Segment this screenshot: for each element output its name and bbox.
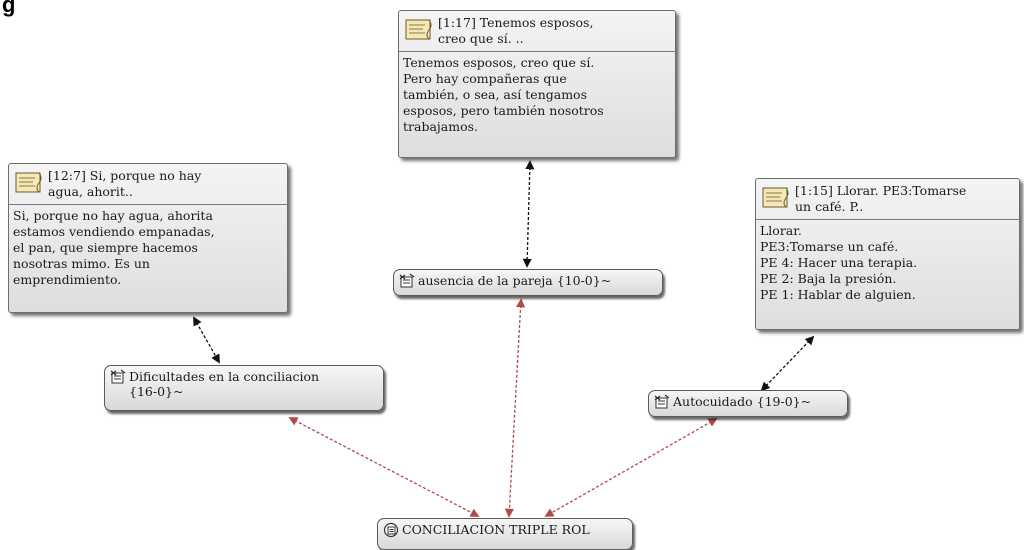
link-autocuidado-to-conciliacion bbox=[544, 418, 718, 517]
code-node-conciliacion-triple-rol[interactable]: CONCILIACION TRIPLE ROL bbox=[377, 518, 633, 550]
quotation-text: Llorar. PE3:Tomarse un café. PE 4: Hacer… bbox=[760, 223, 918, 302]
quotation-title: [1:15] Llorar. PE3:Tomarse un café. P.. bbox=[795, 183, 967, 214]
code-node-autocuidado[interactable]: Autocuidado {19-0}~ bbox=[648, 390, 848, 417]
quotation-title: [1:17] Tenemos esposos, creo que sí. .. bbox=[438, 15, 594, 46]
link-ausencia-to-conciliacion bbox=[504, 298, 526, 518]
code-node-dificultades-en-la-conciliacion[interactable]: Dificultades en la conciliacion {16-0}~ bbox=[104, 365, 384, 411]
quotation-document-icon bbox=[15, 172, 42, 193]
figure-title: g bbox=[2, 0, 16, 17]
network-code-icon bbox=[383, 522, 399, 538]
code-icon bbox=[110, 369, 126, 384]
link-quote-1-15-to-autocuidado bbox=[760, 335, 815, 392]
quotation-node-12-7[interactable]: [12:7] Si, porque no hay agua, ahorit.. … bbox=[8, 163, 288, 313]
quotation-divider bbox=[9, 204, 287, 205]
quotation-title: [12:7] Si, porque no hay agua, ahorit.. bbox=[48, 168, 202, 199]
code-label: ausencia de la pareja {10-0}~ bbox=[418, 273, 612, 288]
link-dificultades-to-conciliacion bbox=[288, 417, 480, 517]
quotation-node-1-17[interactable]: [1:17] Tenemos esposos, creo que sí. .. … bbox=[398, 10, 676, 158]
code-label: Dificultades en la conciliacion {16-0}~ bbox=[129, 369, 320, 399]
quotation-text: Tenemos esposos, creo que sí. Pero hay c… bbox=[403, 55, 604, 134]
quotation-document-icon bbox=[405, 19, 432, 40]
link-quote-1-17-to-ausencia bbox=[522, 160, 535, 268]
code-icon bbox=[654, 394, 670, 409]
code-label: Autocuidado {19-0}~ bbox=[673, 394, 812, 409]
code-label: CONCILIACION TRIPLE ROL bbox=[402, 522, 590, 537]
quotation-text: Si, porque no hay agua, ahorita estamos … bbox=[13, 208, 215, 287]
quotation-document-icon bbox=[762, 187, 789, 208]
code-node-ausencia-de-la-pareja[interactable]: ausencia de la pareja {10-0}~ bbox=[393, 269, 663, 296]
code-icon bbox=[399, 273, 415, 288]
link-quote-12-7-to-dificultades bbox=[193, 316, 220, 364]
quotation-node-1-15[interactable]: [1:15] Llorar. PE3:Tomarse un café. P.. … bbox=[755, 178, 1020, 330]
quotation-divider bbox=[399, 51, 675, 52]
quotation-divider bbox=[756, 219, 1019, 220]
